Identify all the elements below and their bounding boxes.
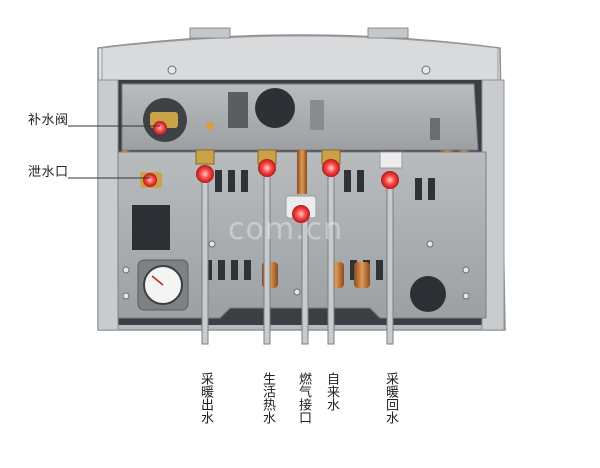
screws (122, 65, 470, 300)
top-bracket-right (367, 27, 409, 39)
top-cover (101, 35, 499, 81)
label-dhw-outlet: 生活热水 (260, 372, 275, 424)
label-gas-inlet: 燃气接口 (296, 372, 311, 424)
connector-heating-outlet (195, 149, 215, 345)
connector-dhw-outlet (257, 149, 277, 345)
vent-slots (205, 170, 435, 280)
plate-cutout-round (410, 276, 446, 312)
connector-gas-inlet (285, 150, 317, 345)
connector-cold-water-inlet (321, 149, 341, 345)
watermark: com.cn (228, 212, 344, 247)
drain-valve-knob (143, 173, 157, 187)
label-drain-port: 泄水口 (28, 165, 69, 180)
plate-slot (228, 92, 248, 128)
plate-slot (430, 118, 440, 140)
plate-hole (255, 88, 295, 128)
gauge-needle (151, 275, 164, 286)
label-heating-outlet: 采暖出水 (198, 372, 213, 424)
leader-lines (68, 125, 160, 179)
upper-plate (121, 83, 479, 151)
label-cold-water-inlet: 自来水 (324, 372, 339, 411)
plate-slot (310, 100, 324, 130)
copper-pipe (354, 262, 370, 288)
plate-screw (206, 122, 214, 130)
plate-cutout (132, 205, 170, 250)
label-heating-return: 采暖回水 (383, 372, 398, 424)
connector-heating-return (379, 151, 403, 345)
makeup-valve-knob (153, 121, 167, 135)
left-wall (97, 79, 119, 331)
label-makeup-valve: 补水阀 (28, 113, 69, 128)
top-bracket-left (189, 27, 231, 39)
